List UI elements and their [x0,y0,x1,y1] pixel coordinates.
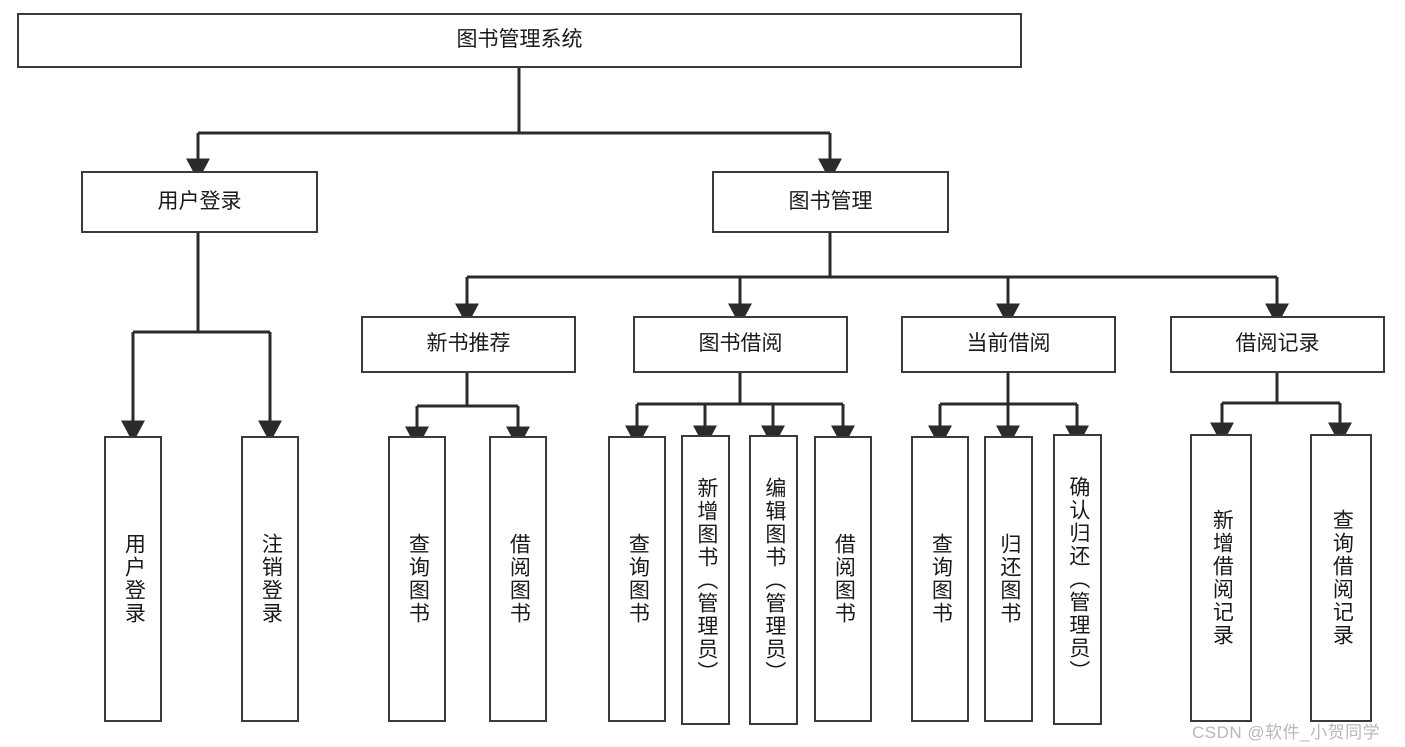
node-leaf-return-book[interactable]: 归还图书 [984,436,1033,722]
node-current-borrow[interactable]: 当前借阅 [901,316,1116,373]
node-label: 编辑图书（管理员） [762,476,786,684]
node-leaf-query-borrow-record[interactable]: 查询借阅记录 [1310,434,1372,722]
node-label: 确认归还（管理员） [1066,476,1090,683]
node-book-management-system[interactable]: 图书管理系统 [17,13,1022,68]
node-leaf-confirm-return[interactable]: 确认归还（管理员） [1053,434,1102,725]
node-label: 注销登录 [259,533,283,625]
node-leaf-query-book-2[interactable]: 查询图书 [608,436,666,722]
node-book-management[interactable]: 图书管理 [712,171,949,233]
node-leaf-query-book-3[interactable]: 查询图书 [911,436,969,722]
node-label: 查询图书 [406,533,430,625]
node-leaf-logout-login[interactable]: 注销登录 [241,436,299,722]
node-label: 借阅记录 [1235,332,1320,356]
node-label: 新增图书（管理员） [694,476,718,684]
node-label: 图书借阅 [698,332,783,356]
node-label: 借阅图书 [832,533,856,625]
node-label: 查询图书 [929,533,953,625]
node-label: 查询图书 [626,533,650,625]
node-label: 用户登录 [157,189,242,213]
node-leaf-user-login[interactable]: 用户登录 [104,436,162,722]
node-label: 图书管理系统 [456,28,583,52]
node-leaf-borrow-book-2[interactable]: 借阅图书 [814,436,872,722]
node-label: 当前借阅 [966,332,1051,356]
csdn-watermark: CSDN @软件_小贺同学 [1192,723,1381,742]
node-label: 新书推荐 [426,332,511,356]
node-leaf-query-book-1[interactable]: 查询图书 [388,436,446,722]
node-leaf-borrow-book-1[interactable]: 借阅图书 [489,436,547,722]
node-label: 用户登录 [122,533,146,625]
node-label: 借阅图书 [507,533,531,625]
node-label: 图书管理 [788,189,873,213]
node-label: 查询借阅记录 [1330,509,1354,647]
node-new-book-recommend[interactable]: 新书推荐 [361,316,576,373]
node-leaf-add-book[interactable]: 新增图书（管理员） [681,435,730,725]
node-label: 归还图书 [997,533,1021,625]
node-leaf-edit-book[interactable]: 编辑图书（管理员） [749,435,798,725]
node-user-login[interactable]: 用户登录 [81,171,318,233]
node-leaf-add-borrow-record[interactable]: 新增借阅记录 [1190,434,1252,722]
node-book-borrow[interactable]: 图书借阅 [633,316,848,373]
node-label: 新增借阅记录 [1210,509,1234,647]
node-borrow-record[interactable]: 借阅记录 [1170,316,1385,373]
